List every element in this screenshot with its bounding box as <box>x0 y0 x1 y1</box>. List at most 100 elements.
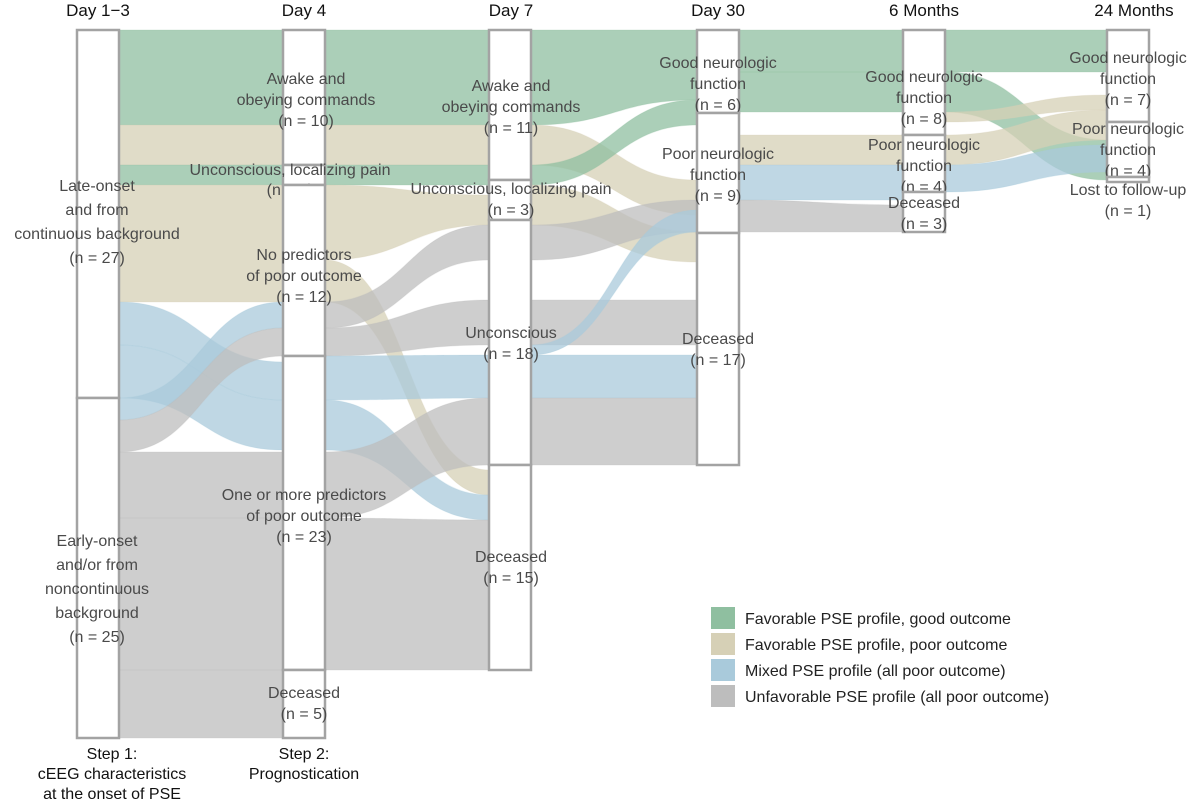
flow-band-favorable-poor <box>118 124 284 166</box>
node-label-line: function <box>1100 71 1156 88</box>
node-box <box>901 190 947 234</box>
node-label-line: Good neurologic <box>865 69 982 86</box>
node-box <box>75 396 121 740</box>
flow-band-favorable-good <box>118 29 284 126</box>
column-header: Day 7 <box>489 1 533 20</box>
node-m24-lost: Lost to follow-up (n = 1) <box>1070 175 1187 220</box>
node-box <box>281 183 327 358</box>
node-label-line: function <box>690 76 746 93</box>
node-label-line: Good neurologic <box>659 55 776 72</box>
flow-band-mixed <box>738 164 904 201</box>
node-box <box>695 231 741 467</box>
node-label-line: Early-onset <box>57 533 138 550</box>
node-box <box>487 463 533 672</box>
node-label-line: continuous background <box>14 226 179 243</box>
legend: Favorable PSE profile, good outcomeFavor… <box>711 607 1049 707</box>
node-label-line: Awake and <box>267 71 346 88</box>
node-label-line: Unconscious <box>465 325 557 342</box>
node-label-line: Unconscious, localizing pain <box>190 162 391 179</box>
nodes: Late-onset and from continuous background (… <box>14 28 1187 740</box>
column-headers: Day 1−3 Day 4 Day 7 Day 30 6 Months 24 Months <box>66 1 1174 20</box>
node-label-line: and/or from <box>56 557 138 574</box>
node-label-line: Late-onset <box>59 178 135 195</box>
node-label-line: Deceased <box>888 195 960 212</box>
node-late-onset: Late-onset and from continuous background (… <box>14 28 180 400</box>
legend-item: Unfavorable PSE profile (all poor outcom… <box>711 685 1049 707</box>
node-label-line: (n = 8) <box>901 111 948 128</box>
node-box <box>695 28 741 115</box>
node-early-onset: Early-onset and/or from noncontinuous backg… <box>45 396 149 740</box>
legend-swatch <box>711 685 735 707</box>
node-label-line: Awake and <box>472 78 551 95</box>
node-label-line: (n = 27) <box>69 250 125 267</box>
node-d7-unc: Unconscious (n = 18) <box>465 218 557 467</box>
step2-label-line: Step 2: <box>279 746 330 763</box>
node-label-line: Deceased <box>475 549 547 566</box>
node-m6-good: Good neurologic function (n = 8) <box>865 28 983 137</box>
legend-swatch <box>711 607 735 629</box>
legend-item: Mixed PSE profile (all poor outcome) <box>711 659 1006 681</box>
legend-label: Favorable PSE profile, poor outcome <box>745 637 1007 654</box>
flow-band-favorable-poor <box>324 124 490 166</box>
node-box <box>695 111 741 235</box>
node-label-line: (n = 6) <box>695 97 742 114</box>
column-header: 24 Months <box>1094 1 1173 20</box>
node-label-line: Deceased <box>268 685 340 702</box>
node-box <box>1105 175 1151 184</box>
node-label-line: (n = 10) <box>278 113 334 130</box>
node-label-line: (n = 7) <box>1105 92 1152 109</box>
node-label-line: Lost to follow-up <box>1070 182 1187 199</box>
node-label-line: Poor neurologic <box>868 137 980 154</box>
node-label-line: (n = 18) <box>483 346 539 363</box>
node-label-line: (n = 1) <box>1105 203 1152 220</box>
node-label-line: Poor neurologic <box>1072 121 1184 138</box>
legend-label: Unfavorable PSE profile (all poor outcom… <box>745 689 1049 706</box>
flow-band-mixed <box>324 354 490 401</box>
column-header: 6 Months <box>889 1 959 20</box>
step1-label-line: cEEG characteristics <box>38 766 186 783</box>
node-label-line: noncontinuous <box>45 581 149 598</box>
node-label-line: function <box>896 158 952 175</box>
node-label-line: obeying commands <box>442 99 581 116</box>
node-label-line: (n = 15) <box>483 570 539 587</box>
node-box <box>281 668 327 740</box>
node-label-line: (n = 23) <box>276 529 332 546</box>
node-label-line: function <box>690 167 746 184</box>
legend-label: Mixed PSE profile (all poor outcome) <box>745 663 1006 680</box>
node-m6-deceased: Deceased (n = 3) <box>888 190 960 234</box>
column-header: Day 1−3 <box>66 1 130 20</box>
node-label-line: No predictors <box>256 247 351 264</box>
node-box <box>281 354 327 672</box>
legend-swatch <box>711 633 735 655</box>
node-label-line: background <box>55 605 139 622</box>
step2-label-line: Prognostication <box>249 766 359 783</box>
node-label-line: (n = 3) <box>488 202 535 219</box>
node-label-line: function <box>896 90 952 107</box>
node-label-line: (n = 11) <box>484 120 538 137</box>
node-d30-poor: Poor neurologic function (n = 9) <box>662 111 774 235</box>
node-label-line: Good neurologic <box>1069 50 1186 67</box>
node-label-line: and from <box>65 202 128 219</box>
node-d7-awake: Awake and obeying commands (n = 11) <box>442 28 581 182</box>
node-label-line: of poor outcome <box>246 508 362 525</box>
node-label-line: (n = 5) <box>281 706 328 723</box>
node-d7-deceased: Deceased (n = 15) <box>475 463 547 672</box>
flow-band-unfavorable <box>738 199 904 233</box>
flow-bands <box>118 29 1108 739</box>
node-label-line: Unconscious, localizing pain <box>411 181 612 198</box>
node-label-line: function <box>1100 142 1156 159</box>
node-label-line: (n = 3) <box>901 216 948 233</box>
node-d30-good: Good neurologic function (n = 6) <box>659 28 777 115</box>
column-header: Day 4 <box>282 1 326 20</box>
column-header: Day 30 <box>691 1 745 20</box>
flow-band-mixed <box>530 354 698 399</box>
node-label-line: (n = 12) <box>276 289 332 306</box>
node-label-line: Poor neurologic <box>662 146 774 163</box>
step1-label-line: Step 1: <box>87 746 138 763</box>
node-d30-deceased: Deceased(n = 17) <box>682 231 754 467</box>
node-label-line: (n = 9) <box>695 188 742 205</box>
